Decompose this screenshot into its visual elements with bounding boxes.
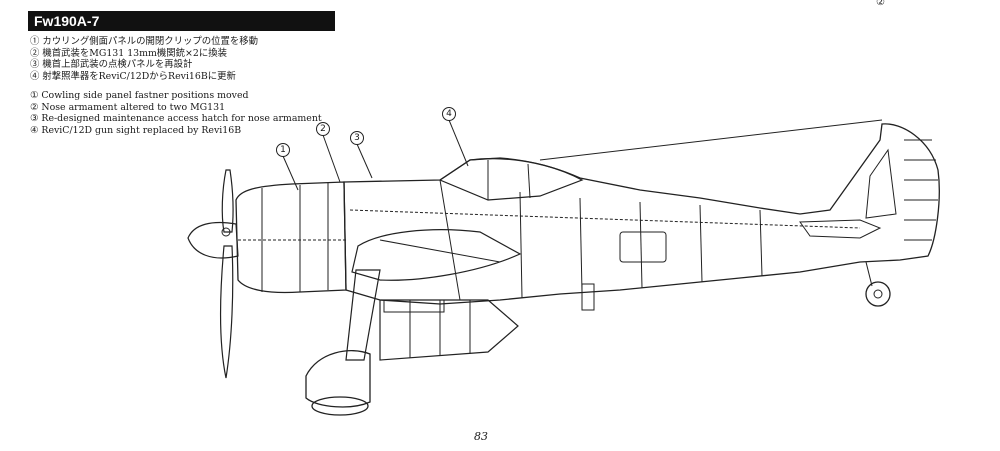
note-jp-3: ③ 機首上部武装の点検パネルを再設計: [30, 59, 193, 71]
notes-english: ① Cowling side panel fastner positions m…: [30, 90, 322, 136]
tail-wheel: [865, 261, 891, 307]
engine-cowling: [235, 181, 347, 294]
antenna-wire: [539, 119, 883, 161]
access-hatch: [619, 231, 667, 263]
note-en-3: ③ Re-designed maintenance access hatch f…: [30, 113, 322, 125]
page-number: 83: [474, 430, 488, 443]
tail-fin: [865, 139, 938, 241]
callout-leaders: [282, 119, 469, 191]
propeller: [187, 169, 239, 379]
drop-tank-lines: [409, 300, 471, 358]
corner-callout-label: ②: [876, 0, 885, 8]
note-en-2: ② Nose armament altered to two MG131: [30, 101, 226, 113]
callout-3: 3: [350, 131, 364, 145]
main-landing-gear: [305, 269, 381, 416]
canopy: [438, 157, 584, 201]
ventral-fittings: [383, 283, 595, 313]
horizontal-stabilizer: [799, 219, 882, 239]
note-jp-2: ② 機首武装をMG131 13mm機関銃×2に換装: [30, 47, 227, 59]
note-jp-1: ① カウリング側面パネルの開閉クリップの位置を移動: [30, 36, 258, 47]
callout-4: 4: [442, 107, 456, 121]
notes-japanese: ① カウリング側面パネルの開閉クリップの位置を移動 ② 機首武装をMG131 1…: [30, 36, 258, 82]
callout-2: 2: [316, 122, 330, 136]
callout-1: 1: [276, 143, 290, 157]
note-jp-4: ④ 射撃照準器をReviC/12DからRevi16Bに更新: [30, 70, 236, 82]
page-title: Fw190A-7: [28, 11, 335, 31]
wing: [351, 229, 522, 281]
note-en-4: ④ ReviC/12D gun sight replaced by Revi16…: [30, 124, 242, 136]
drop-tank: [379, 299, 519, 361]
note-en-1: ① Cowling side panel fastner positions m…: [30, 90, 249, 101]
